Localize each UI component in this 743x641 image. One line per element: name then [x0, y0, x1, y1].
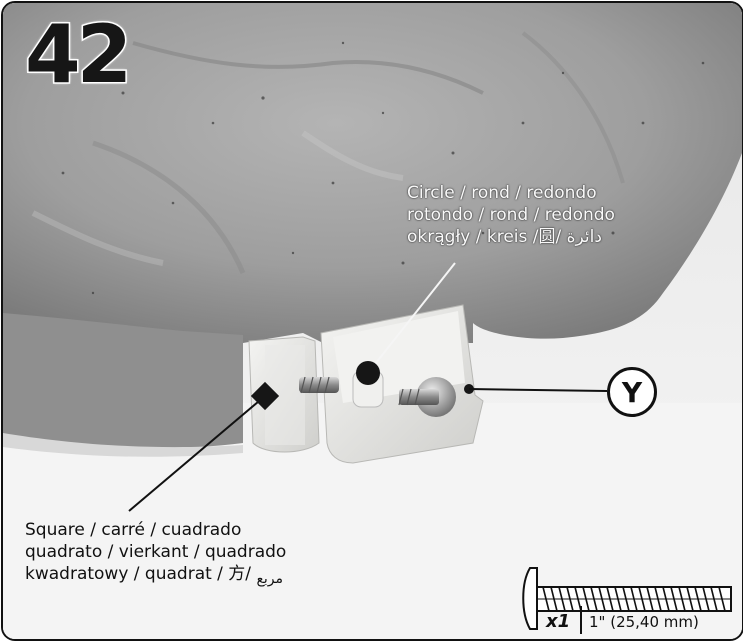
- screw-quantity: x1: [546, 611, 570, 632]
- square-callout-label: Square / carré / cuadrado quadrato / vie…: [25, 519, 286, 586]
- square-label-line-3-text: kwadratowy / quadrat / 方/: [25, 564, 251, 584]
- square-label-arabic: مربع: [256, 571, 283, 587]
- screw-separator: [580, 606, 582, 634]
- circle-callout-label: Circle / rond / redondo rotondo / rond /…: [407, 182, 615, 248]
- circle-label-line-2: rotondo / rond / redondo: [407, 204, 615, 226]
- part-y-badge: Y: [607, 367, 657, 417]
- circle-label-line-3: okrągły / kreis /圆/ دائرة: [407, 226, 615, 248]
- square-label-line-2: quadrato / vierkant / quadrado: [25, 541, 286, 563]
- square-label-line-3: kwadratowy / quadrat / 方/ مربع: [25, 563, 286, 586]
- circle-label-line-1: Circle / rond / redondo: [407, 182, 615, 204]
- step-number: 42: [25, 15, 128, 95]
- square-label-line-1: Square / carré / cuadrado: [25, 519, 286, 541]
- screw-size: 1" (25,40 mm): [589, 613, 699, 631]
